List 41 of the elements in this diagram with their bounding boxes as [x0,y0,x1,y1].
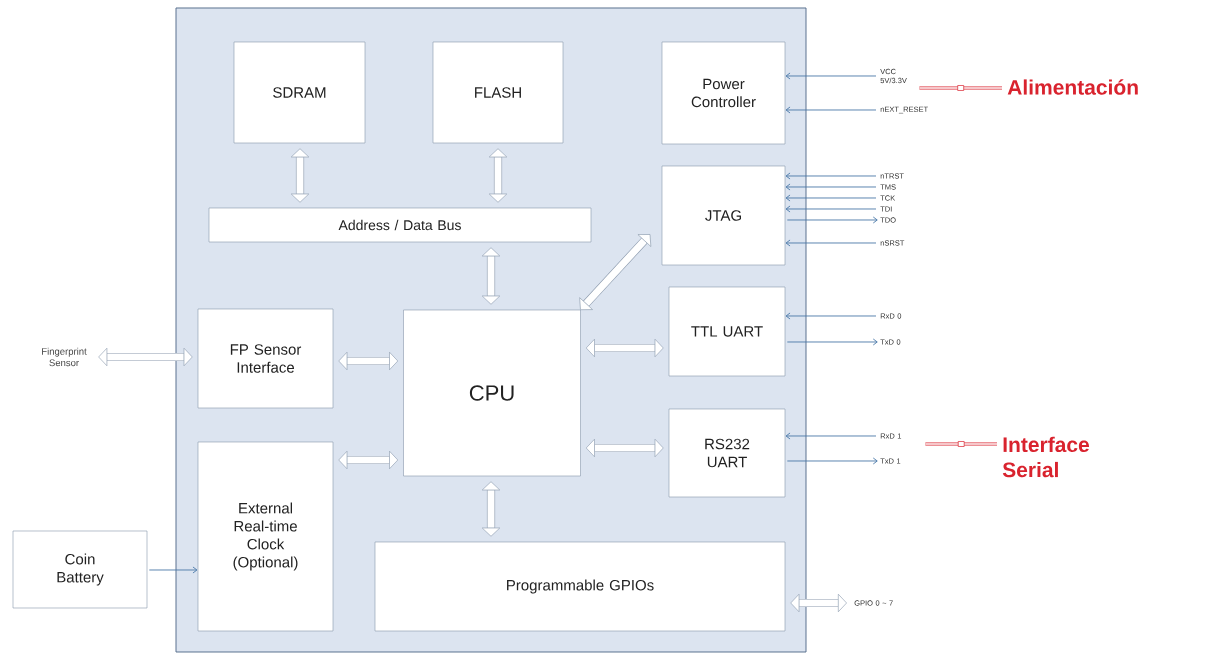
bus-bar: Address / Data Bus [208,207,592,243]
arrow [785,312,877,320]
module-box: FP Sensor Interface [197,308,334,409]
module-box: Coin Battery [12,530,148,609]
arrow [785,205,877,213]
block-arrow [290,148,310,203]
module-box: RS232 UART [668,408,786,498]
module-box: FLASH [432,41,564,144]
arrow [148,566,198,574]
block-arrow [488,148,508,203]
annotation-text: Interface Serial [1002,436,1089,478]
module-box: SDRAM [233,41,366,144]
arrow [786,457,878,465]
arrow [785,106,877,114]
block-arrow [338,351,399,371]
block-arrow [585,338,664,358]
module-box: JTAG [661,165,786,266]
block-arrow [579,234,652,311]
arrow [785,172,877,180]
annotation-text: Alimentación [1007,79,1138,95]
arrow [785,72,877,80]
module-box: CPU [403,309,581,477]
arrow [785,194,877,202]
arrow [785,239,877,247]
block-arrow [98,347,193,367]
arrow [785,183,877,191]
block-arrow [338,450,399,470]
sensor-label: Fingerprint Sensor [42,347,87,367]
leader-line [924,441,998,447]
module-box: TTL UART [668,286,786,377]
leader-line [918,85,1003,91]
arrow [785,432,877,440]
module-box: External Real-time Clock (Optional) [197,441,334,632]
block-arrow [481,247,501,305]
block-arrow [790,593,847,613]
arrow [786,338,878,346]
arrow [786,216,878,224]
block-arrow [585,438,664,458]
module-box: Power Controller [661,41,786,145]
block-arrow [481,481,501,537]
module-box: Programmable GPIOs [374,541,786,632]
